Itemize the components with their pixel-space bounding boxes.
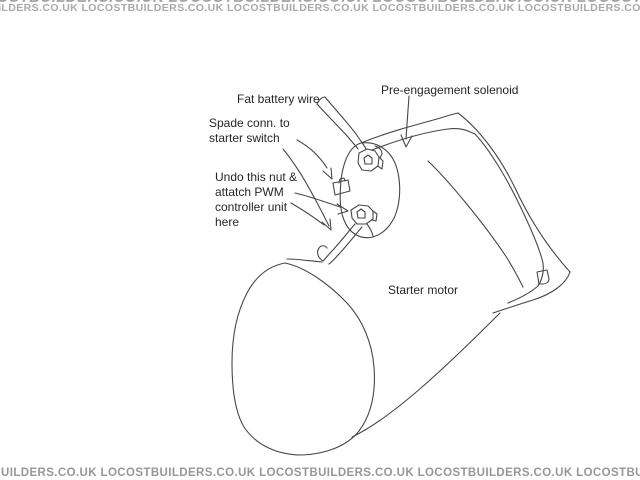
bracket-tip [492,271,571,314]
bracket-bolt-hole [536,269,550,285]
motor-face-outline [231,262,375,456]
lower-terminal-nut [350,204,378,237]
motor-strap-line-2 [328,226,363,265]
watermark-text-top: LOCOSTBUILDERS.CO.UK LOCOSTBUILDERS.CO.U… [0,2,640,14]
battery-wire-left-line [316,103,359,150]
leader-spade-conn [296,139,333,180]
motor-strap-end-hook [317,245,328,262]
solenoid-body-top-edge [360,112,459,144]
motor-upper-right-edge [427,160,524,288]
solenoid-body-inner-edge [371,128,469,151]
label-fat-battery-wire: Fat battery wire [237,92,320,106]
bracket-outer-edge [457,112,571,273]
upper-terminal-nut [357,148,384,172]
watermark-strip-top: LOCOSTBUILDERS.CO.UK LOCOSTBUILDERS.CO.U… [0,0,640,17]
battery-wire-lug [374,145,383,159]
battery-wire-right-line [324,96,367,150]
leader-pwm-attach-point [290,202,332,231]
motor-bottom-edge [351,312,501,438]
watermark-text-bottom: LOCOSTBUILDERS.CO.UK LOCOSTBUILDERS.CO.U… [0,467,640,479]
solenoid-face-outline [339,142,401,239]
bracket-inner-edge [467,130,544,287]
label-spade-conn: Spade conn. to starter switch [209,116,290,145]
bracket-tip-inner-line [507,285,539,304]
motor-top-edge [286,258,323,263]
label-pre-engagement-solenoid: Pre-engagement solenoid [381,83,519,97]
leader-undo-nut [294,192,349,215]
battery-wire-end-cap [316,96,326,105]
leader-pre-engagement [400,95,413,148]
watermark-strip-bottom: LOCOSTBUILDERS.CO.UK LOCOSTBUILDERS.CO.U… [0,465,640,480]
label-starter-motor: Starter motor [388,283,459,297]
spade-connector [332,177,351,196]
label-undo-nut: Undo this nut & attatch PWM controller u… [215,170,298,229]
motor-strap-line-1 [322,223,356,262]
